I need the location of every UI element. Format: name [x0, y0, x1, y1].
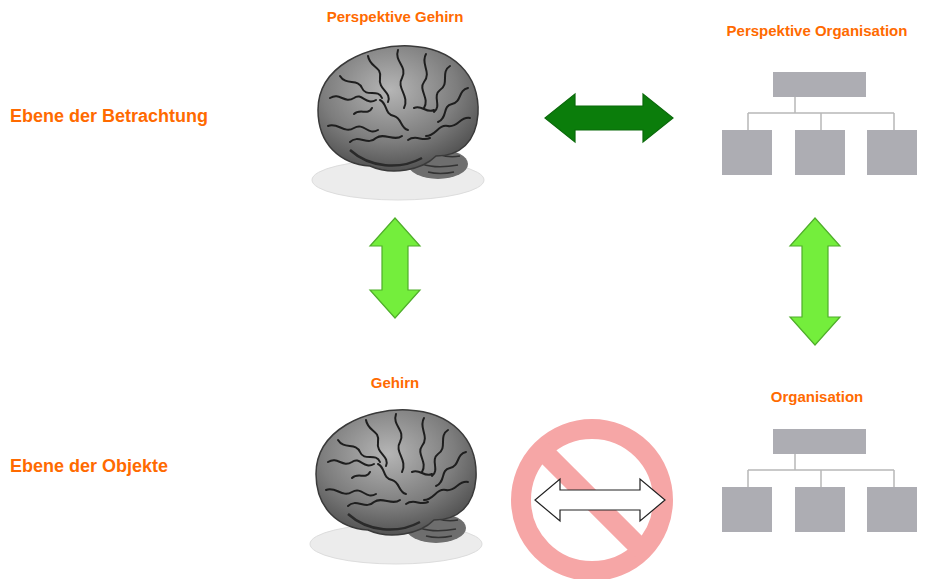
block-arrow [790, 218, 840, 345]
node-heading: Organisation [708, 384, 926, 405]
node-heading: Perspektive Gehirn [300, 4, 490, 25]
org-chart-picture [722, 429, 917, 532]
brain-picture [312, 46, 484, 200]
level-label: Ebene der Objekte [10, 456, 168, 477]
block-arrow [535, 479, 665, 521]
picture-node: Perspektive Organisation [708, 18, 926, 183]
brain-picture [310, 410, 482, 564]
org-chart-picture [722, 72, 917, 175]
node-heading: Gehirn [300, 370, 490, 391]
picture-node: Perspektive Gehirn [300, 4, 490, 206]
level-label: Ebene der Betrachtung [10, 106, 208, 127]
node-heading: Perspektive Organisation [708, 18, 926, 39]
picture-node: Organisation [708, 384, 926, 534]
block-arrow [370, 218, 420, 318]
block-arrow [545, 94, 673, 142]
picture-node: Gehirn [300, 370, 490, 576]
